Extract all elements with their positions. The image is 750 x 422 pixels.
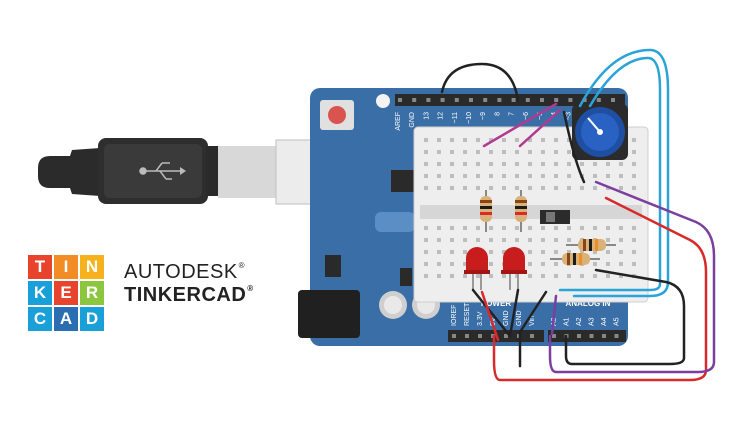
pin-hole bbox=[552, 334, 556, 338]
analog-header bbox=[548, 330, 626, 342]
pin-hole bbox=[440, 98, 445, 102]
digital-pin-label: ~6 bbox=[523, 112, 530, 120]
wire-black[interactable] bbox=[564, 268, 686, 366]
wire-purple[interactable] bbox=[548, 180, 716, 374]
pin-hole bbox=[530, 334, 534, 338]
led-red[interactable] bbox=[501, 247, 527, 290]
power-pin-labels: IOREF RESET 3.3V 5V GND GND Vin bbox=[451, 302, 536, 326]
analog-pin-label: A5 bbox=[614, 317, 621, 326]
pin-hole bbox=[483, 98, 488, 102]
power-pin-label: Vin bbox=[529, 316, 536, 326]
logo-tile: T bbox=[28, 255, 52, 279]
wire-blue[interactable] bbox=[572, 48, 670, 298]
analog-pin-label: A3 bbox=[589, 317, 596, 326]
logo-grid: T I N K E R C A D bbox=[28, 255, 104, 331]
pin-hole bbox=[614, 334, 619, 338]
power-jack bbox=[298, 290, 360, 338]
pin-hole bbox=[412, 98, 417, 102]
logo-tile: I bbox=[54, 255, 78, 279]
digital-pin-label: 12 bbox=[438, 112, 445, 120]
digital-header bbox=[395, 94, 625, 106]
brand-wordmark: AUTODESK® TINKERCAD® bbox=[124, 261, 254, 306]
wires bbox=[440, 48, 716, 382]
usb-symbol-icon bbox=[139, 162, 186, 180]
potentiometer[interactable] bbox=[572, 104, 628, 160]
pin-hole bbox=[511, 98, 516, 102]
analog-pin-label: A1 bbox=[564, 317, 571, 326]
logo-tile: A bbox=[54, 307, 78, 331]
power-pin-label: GND bbox=[516, 310, 523, 326]
digital-pin-label: ~9 bbox=[480, 112, 487, 120]
analog-pin-label: A4 bbox=[601, 317, 608, 326]
pin-hole bbox=[525, 98, 530, 102]
wire-red[interactable] bbox=[480, 290, 500, 342]
analog-pin-label: A2 bbox=[576, 317, 583, 326]
pin-hole bbox=[497, 98, 502, 102]
logo-tile: R bbox=[80, 281, 104, 305]
led-red[interactable] bbox=[464, 247, 490, 290]
wire-black[interactable] bbox=[562, 110, 586, 184]
logo-tile: C bbox=[28, 307, 52, 331]
power-pin-label: GND bbox=[503, 310, 510, 326]
wire-magenta[interactable] bbox=[482, 102, 558, 148]
power-pin-label: IOREF bbox=[451, 305, 458, 326]
slide-switch[interactable] bbox=[540, 210, 570, 224]
resistor[interactable] bbox=[566, 239, 616, 251]
pin-hole bbox=[454, 98, 459, 102]
pin-hole bbox=[469, 98, 473, 102]
usb-cable[interactable] bbox=[38, 138, 355, 205]
pin-hole bbox=[504, 334, 508, 338]
wire-red[interactable] bbox=[492, 196, 708, 382]
logo-tile: N bbox=[80, 255, 104, 279]
wire-blue[interactable] bbox=[558, 56, 662, 292]
digital-pin-label: 13 bbox=[423, 112, 430, 120]
power-pin-label: 5V bbox=[490, 317, 497, 326]
brand-line-autodesk: AUTODESK® bbox=[124, 261, 246, 283]
pin-hole bbox=[465, 334, 469, 338]
resistor[interactable] bbox=[480, 190, 492, 232]
pin-hole bbox=[602, 334, 606, 338]
pin-hole bbox=[554, 98, 559, 102]
wire-black[interactable] bbox=[518, 290, 548, 368]
power-header-label: POWER bbox=[481, 299, 511, 308]
pin-hole bbox=[540, 98, 544, 102]
logo-tile: D bbox=[80, 307, 104, 331]
digital-pin-label: 7 bbox=[509, 112, 516, 116]
analog-header-label: ANALOG IN bbox=[566, 299, 611, 308]
logo-tile: E bbox=[54, 281, 78, 305]
wire-purple[interactable] bbox=[550, 294, 558, 336]
power-pin-label: 3.3V bbox=[477, 311, 484, 326]
pin-hole bbox=[426, 98, 431, 102]
resistor[interactable] bbox=[550, 253, 600, 265]
pin-hole bbox=[596, 98, 601, 102]
power-pin-label: RESET bbox=[464, 302, 471, 326]
resistor[interactable] bbox=[515, 190, 527, 232]
digital-pin-label: ~3 bbox=[565, 112, 572, 120]
brand-line-tinkercad: TINKERCAD® bbox=[124, 284, 254, 306]
tinkercad-logo: T I N K E R C A D AUTODESK® TINKERCAD® bbox=[28, 255, 253, 331]
pin-hole bbox=[398, 98, 402, 102]
pin-hole bbox=[478, 334, 482, 338]
digital-pin-label: AREF bbox=[395, 112, 402, 131]
wire-black[interactable] bbox=[471, 288, 520, 338]
pin-hole bbox=[452, 334, 456, 338]
digital-pin-label: GND bbox=[409, 112, 416, 128]
wire-magenta[interactable] bbox=[518, 108, 562, 148]
logo-tile: K bbox=[28, 281, 52, 305]
digital-pin-label: ~5 bbox=[537, 112, 544, 120]
pin-hole bbox=[611, 98, 615, 102]
wire-black[interactable] bbox=[440, 62, 520, 102]
digital-pin-label: 8 bbox=[494, 112, 501, 116]
digital-pin-label: ~10 bbox=[466, 112, 473, 124]
pin-hole bbox=[589, 334, 594, 338]
pin-hole bbox=[568, 98, 573, 102]
digital-pin-label: ~11 bbox=[452, 112, 459, 123]
pin-hole bbox=[577, 334, 581, 338]
